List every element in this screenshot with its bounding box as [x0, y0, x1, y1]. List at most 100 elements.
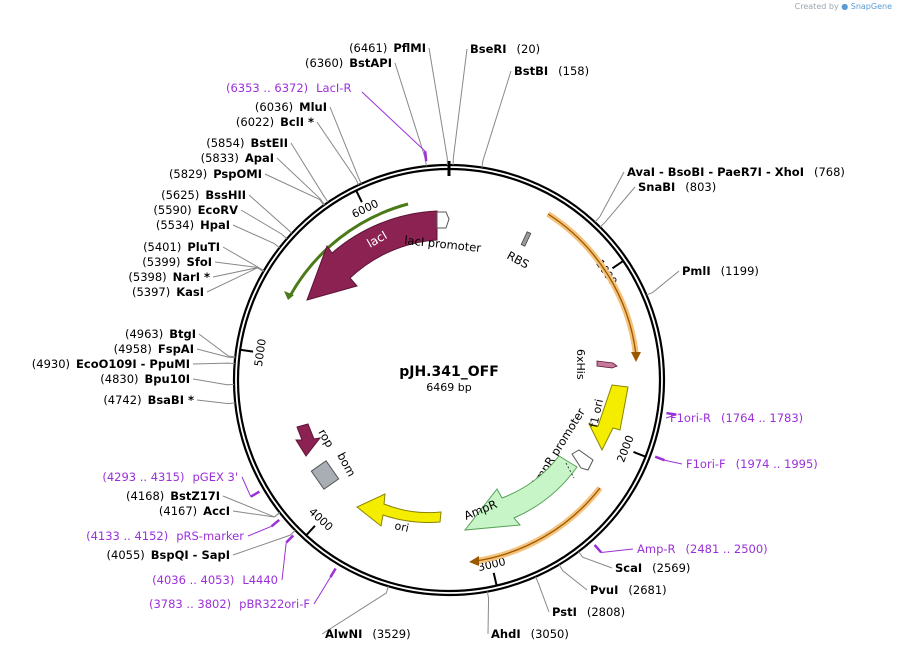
- enzyme-leader-4742: [196, 399, 236, 405]
- feature-AmpR: [463, 455, 578, 531]
- enzyme-label-4168: (4168)BstZ17I: [126, 489, 220, 503]
- enzyme-name: SfoI: [187, 255, 212, 269]
- enzyme-label-6461: (6461)PflMI: [349, 41, 426, 55]
- enzyme-coord: (3050): [531, 627, 569, 641]
- primer-label-4142: (4133 .. 4152)pRS-marker: [86, 529, 244, 543]
- enzyme-name: BstAPI: [349, 56, 392, 70]
- enzyme-label-6022: (6022)BclI *: [236, 115, 314, 129]
- enzyme-coord: (5398): [128, 270, 166, 284]
- tick-2000: [633, 450, 646, 458]
- enzyme-label-768: AvaI - BsoBI - PaeR7I - XhoI(768): [627, 165, 845, 179]
- enzyme-label-4167: (4167) AccI: [159, 504, 230, 518]
- enzyme-coord: (4055): [107, 548, 145, 562]
- tick-1000: [611, 260, 624, 270]
- enzyme-leader-4168: [222, 495, 281, 518]
- enzyme-name: MluI: [299, 100, 327, 114]
- enzyme-coord: (5397): [132, 285, 170, 299]
- brand-prefix: Created by: [794, 2, 839, 11]
- enzyme-label-5854: (5854)BstEII: [206, 136, 288, 150]
- enzyme-coord: (2569): [652, 561, 690, 575]
- primer-leader-2490: [601, 548, 634, 553]
- feature-ori: [356, 493, 442, 527]
- plasmid-length: 6469 bp: [426, 381, 471, 394]
- primer-label-4044: (4036 .. 4053)L4440: [152, 573, 278, 587]
- primer-range: (6353 .. 6372): [226, 81, 308, 95]
- primer-range: (3783 .. 3802): [149, 597, 231, 611]
- enzyme-name: ScaI: [615, 561, 642, 575]
- primer-mark-3792: [329, 567, 337, 578]
- enzyme-leader-5590: [240, 209, 288, 240]
- enzyme-leader-3050: [486, 591, 490, 635]
- enzyme-label-4930: (4930) EcoO109I - PpuMI: [32, 357, 190, 371]
- enzyme-leader-4055: [232, 529, 296, 556]
- enzyme-label-5625: (5625)BssHII: [161, 188, 246, 202]
- tick-3000: [492, 572, 498, 586]
- enzyme-leader-6360: [394, 62, 427, 167]
- feature-lacI: [306, 210, 438, 301]
- enzyme-label-4742: (4742)BsaBI *: [103, 393, 194, 407]
- enzyme-label-4830: (4830)Bpu10I: [100, 372, 190, 386]
- feature-label-bom: bom: [334, 450, 358, 479]
- feature-f1-ori: [588, 384, 629, 452]
- enzyme-name: AhdI: [491, 627, 521, 641]
- enzyme-name: EcoO109I - PpuMI: [76, 357, 190, 371]
- enzyme-coord: (4963): [125, 327, 163, 341]
- tick-label-2000: 2000: [614, 433, 636, 464]
- enzyme-label-5401: (5401)PluTI: [143, 240, 220, 254]
- enzyme-leader-2808: [535, 576, 550, 613]
- backbone-outer-strand: [232, 163, 666, 597]
- primer-leader-4142: [247, 525, 272, 537]
- primer-mark-1984: [654, 455, 665, 462]
- primer-mark-6362: [423, 151, 428, 162]
- tick-6000: [355, 190, 363, 203]
- enzyme-name: PspOMI: [213, 167, 262, 181]
- enzyme-leader-4830: [192, 378, 235, 386]
- feature-label-6xHis: 6xHis: [574, 349, 587, 380]
- enzyme-name: BstZ17I: [170, 489, 220, 503]
- ampR-promoter-arrow: [571, 449, 594, 471]
- enzyme-label-5833: (5833)ApaI: [201, 151, 274, 165]
- enzyme-leader-768: [594, 171, 625, 223]
- enzyme-name: AccI: [203, 504, 230, 518]
- enzyme-coord: (4167): [159, 504, 197, 518]
- enzyme-label-1199: PmlI(1199): [682, 264, 759, 278]
- enzyme-name: KasI: [176, 285, 204, 299]
- enzyme-name: BclI *: [280, 115, 314, 129]
- enzyme-coord: (5590): [153, 203, 191, 217]
- primer-mark-2490: [593, 544, 603, 554]
- enzyme-coord: (803): [685, 180, 716, 194]
- enzyme-leaders: BseRI(20)BstBI(158)AvaI - BsoBI - PaeR7I…: [32, 41, 845, 641]
- enzyme-name: BseRI: [470, 42, 507, 56]
- enzyme-name: HpaI: [200, 218, 230, 232]
- enzyme-leader-6461: [428, 47, 448, 166]
- enzyme-label-6360: (6360)BstAPI: [305, 56, 392, 70]
- enzyme-name: ApaI: [245, 151, 274, 165]
- feature-label-f1-ori: f1 ori: [587, 398, 606, 429]
- enzyme-label-2681: PvuI(2681): [590, 583, 667, 597]
- primer-leader-4044: [281, 542, 287, 581]
- enzyme-label-3529: AlwNI(3529): [325, 627, 411, 641]
- enzyme-label-5829: (5829)PspOMI: [169, 167, 262, 181]
- enzyme-coord: (4930): [32, 357, 70, 371]
- enzyme-coord: (5401): [143, 240, 181, 254]
- enzyme-leader-5833: [276, 157, 325, 206]
- primer-range: (2481 .. 2500): [686, 542, 768, 556]
- enzyme-leader-158: [481, 70, 512, 168]
- enzyme-label-6036: (6036)MluI: [255, 100, 327, 114]
- enzyme-name: BspQI - SapI: [151, 548, 230, 562]
- enzyme-label-5590: (5590) EcoRV: [153, 203, 238, 217]
- enzyme-leader-5401: [222, 246, 265, 272]
- enzyme-coord: (4742): [103, 393, 141, 407]
- enzyme-label-5397: (5397) KasI: [132, 285, 204, 299]
- enzyme-leader-4958: [196, 348, 236, 359]
- primer-name: L4440: [242, 573, 278, 587]
- enzyme-name: EcoRV: [198, 203, 238, 217]
- primer-label-4304: (4293 .. 4315)pGEX 3': [102, 470, 238, 484]
- primer-name: pRS-marker: [176, 529, 244, 543]
- enzyme-coord: (5399): [142, 255, 180, 269]
- enzyme-label-3050: AhdI (3050): [491, 627, 569, 641]
- enzyme-name: AvaI - BsoBI - PaeR7I - XhoI: [627, 165, 804, 179]
- backbone: [232, 161, 666, 597]
- primer-mark-4142: [270, 518, 281, 528]
